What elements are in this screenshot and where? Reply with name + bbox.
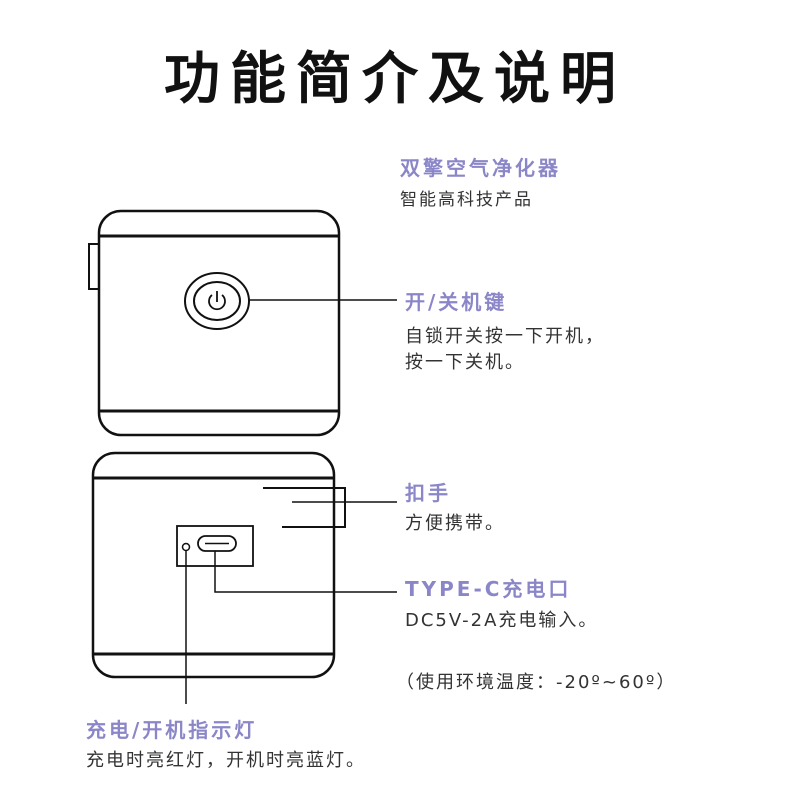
power-key-desc-line1: 自锁开关按一下开机， <box>405 326 605 347</box>
device-top-view <box>88 209 397 437</box>
indicator-light <box>181 542 191 552</box>
product-tagline: 智能高科技产品 <box>400 190 533 210</box>
indicator-desc: 充电时亮红灯，开机时亮蓝灯。 <box>86 750 366 771</box>
power-icon <box>208 291 226 311</box>
power-button <box>193 281 241 321</box>
temperature-note: （使用环境温度：-20º~60º） <box>396 672 677 693</box>
indicator-label: 充电/开机指示灯 <box>86 718 258 742</box>
power-key-label: 开/关机键 <box>405 290 508 314</box>
power-button-ring <box>184 272 250 330</box>
device-front-view <box>91 451 397 704</box>
power-key-desc-line2: 按一下关机。 <box>405 352 525 373</box>
handle-desc: 方便携带。 <box>405 513 505 534</box>
typec-port <box>197 535 237 552</box>
page-title: 功能简介及说明 <box>164 47 626 112</box>
typec-desc: DC5V-2A充电输入。 <box>405 610 599 631</box>
typec-label: TYPE-C充电口 <box>405 577 572 601</box>
handle <box>263 487 346 528</box>
product-name: 双擎空气净化器 <box>400 156 561 180</box>
handle-label: 扣手 <box>405 481 451 505</box>
